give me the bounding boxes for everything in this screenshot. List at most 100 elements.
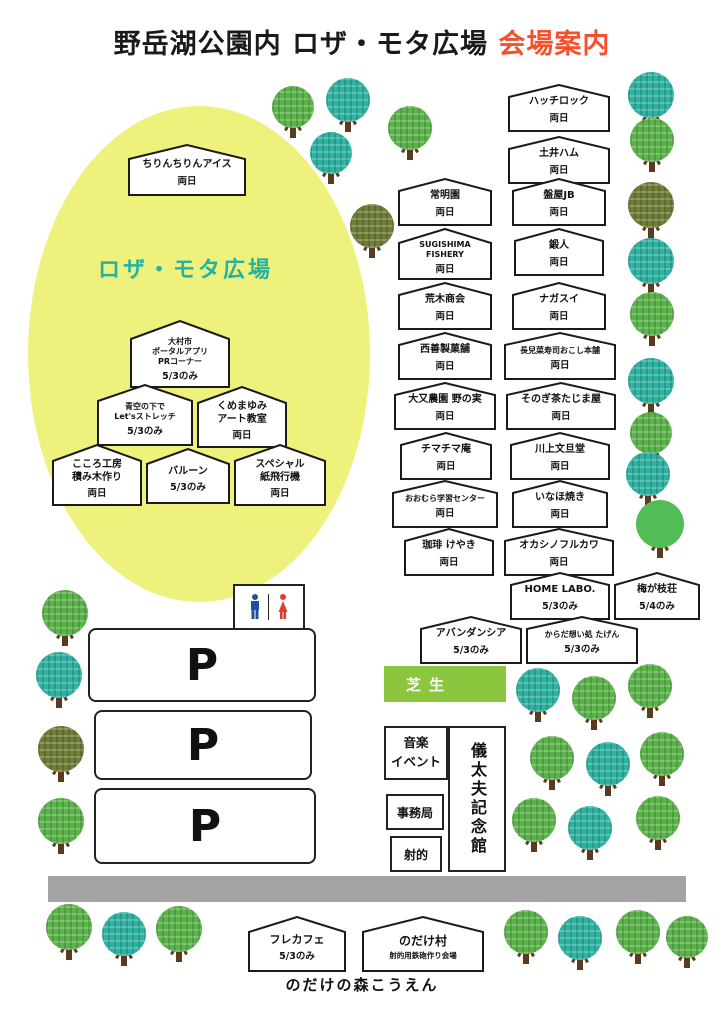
map-booth: おおむら学習センター両日: [392, 480, 498, 528]
booth-shape: [128, 144, 246, 196]
booth-name: 長兒菜寿司おこし本舗: [520, 345, 600, 355]
parking-area: P: [94, 710, 312, 780]
restroom-sign: [233, 584, 305, 630]
map-booth: 常明園両日: [398, 178, 492, 226]
tree-icon: [630, 118, 674, 172]
restroom-divider: [267, 594, 269, 620]
booth-schedule: 射的用鉄砲作り会場: [389, 951, 457, 960]
male-icon: [250, 594, 259, 619]
tree-icon: [38, 798, 84, 854]
booth-shape: [510, 432, 610, 480]
tree-icon: [630, 412, 672, 464]
parking-label: P: [185, 639, 219, 691]
parking-area: P: [94, 788, 316, 864]
booth-shape: [234, 444, 326, 506]
booth-schedule: 両日: [549, 556, 569, 568]
tree-icon: [558, 916, 602, 970]
tree-icon: [388, 106, 432, 160]
booth-name: アバンダンシア: [435, 628, 507, 640]
booth-shape: [392, 480, 498, 528]
booth-name: 大村市 ポータルアプリ PRコーナー: [152, 336, 208, 366]
park-name: のだけの森こうえん: [285, 976, 439, 994]
booth-schedule: 両日: [550, 508, 570, 520]
booth-schedule: 5/3のみ: [162, 370, 198, 382]
booth-shape: [52, 444, 142, 506]
tree-icon: [636, 500, 684, 558]
booth-name: 盤屋JB: [543, 190, 575, 202]
page-title-main: 野岳湖公園内 ロザ・モタ広場: [113, 29, 488, 60]
booth-shape: [398, 178, 492, 226]
page-title-accent: 会場案内: [498, 29, 611, 60]
booth-shape: [197, 386, 287, 448]
tree-icon: [102, 912, 146, 966]
map-booth: こころ工房 積み木作り両日: [52, 444, 142, 506]
booth-name: 西善製菓舗: [420, 344, 470, 356]
tree-icon: [572, 676, 616, 730]
booth-shape: [614, 572, 700, 620]
booth-schedule: 両日: [435, 263, 455, 275]
booth-schedule: 両日: [435, 507, 455, 519]
booth-schedule: 両日: [549, 112, 569, 124]
booth-name: バルーン: [168, 465, 208, 477]
booth-shape: [504, 528, 614, 576]
booth-schedule: 両日: [549, 206, 569, 218]
booth-name: SUGISHIMA FISHERY: [419, 239, 471, 259]
tree-icon: [628, 664, 672, 718]
booth-name: 常明園: [430, 190, 460, 202]
map-booth: チマチマ庵両日: [400, 432, 492, 480]
booth-schedule: 両日: [549, 164, 569, 176]
map-booth: 長兒菜寿司おこし本舗両日: [504, 332, 616, 380]
page-title: 野岳湖公園内 ロザ・モタ広場 会場案内: [0, 22, 724, 61]
booth-schedule: 両日: [550, 359, 570, 371]
tree-icon: [568, 806, 612, 860]
booth-name: 大又農園 野の実: [408, 394, 482, 406]
booth-name: くめまゆみ アート教室: [217, 401, 267, 425]
tree-icon: [666, 916, 708, 968]
tree-icon: [36, 652, 82, 708]
booth-shape: [146, 448, 230, 504]
booth-shape: [512, 282, 606, 330]
map-booth: そのぎ茶たじま屋両日: [506, 382, 616, 430]
tree-icon: [628, 182, 674, 238]
tree-icon: [38, 726, 84, 782]
booth-shape: [248, 916, 346, 972]
tree-icon: [630, 292, 674, 346]
tree-icon: [586, 742, 630, 796]
tree-icon: [628, 72, 674, 128]
booth-shape: [514, 228, 604, 276]
booth-schedule: 5/3のみ: [127, 425, 163, 437]
office-box: 事務局: [386, 794, 444, 830]
map-booth: 鍛人両日: [514, 228, 604, 276]
booth-name: 梅が枝荘: [637, 584, 677, 596]
booth-name: 川上文旦堂: [535, 444, 585, 456]
lawn-area: 芝生: [384, 666, 506, 702]
booth-name: からだ想い処 たげん: [544, 629, 620, 639]
booth-name: ナガスイ: [539, 294, 579, 306]
map-booth: SUGISHIMA FISHERY 両日: [398, 228, 492, 280]
map-booth: オカシノフルカワ両日: [504, 528, 614, 576]
booth-schedule: 両日: [435, 360, 455, 372]
map-booth: いなほ焼き両日: [512, 480, 608, 528]
tree-icon: [626, 452, 670, 506]
booth-schedule: 両日: [435, 310, 455, 322]
booth-name: オカシノフルカワ: [519, 540, 599, 552]
booth-schedule: 5/3のみ: [279, 950, 315, 962]
tree-icon: [512, 798, 556, 852]
booth-name: 土井ハム: [539, 148, 579, 160]
map-booth: 大村市 ポータルアプリ PRコーナー 5/3のみ: [130, 320, 230, 388]
booth-schedule: 両日: [439, 556, 459, 568]
booth-shape: [398, 282, 492, 330]
booth-schedule: 両日: [551, 410, 571, 422]
tree-icon: [326, 78, 370, 132]
booth-name: 荒木商会: [425, 294, 465, 306]
booth-schedule: 両日: [177, 175, 197, 187]
booth-schedule: 両日: [87, 488, 107, 499]
plaza-label: ロザ・モタ広場: [98, 258, 274, 283]
booth-shape: [400, 432, 492, 480]
tree-icon: [516, 668, 560, 722]
map-booth: ナガスイ両日: [512, 282, 606, 330]
booth-schedule: 両日: [549, 310, 569, 322]
road: [48, 876, 686, 902]
